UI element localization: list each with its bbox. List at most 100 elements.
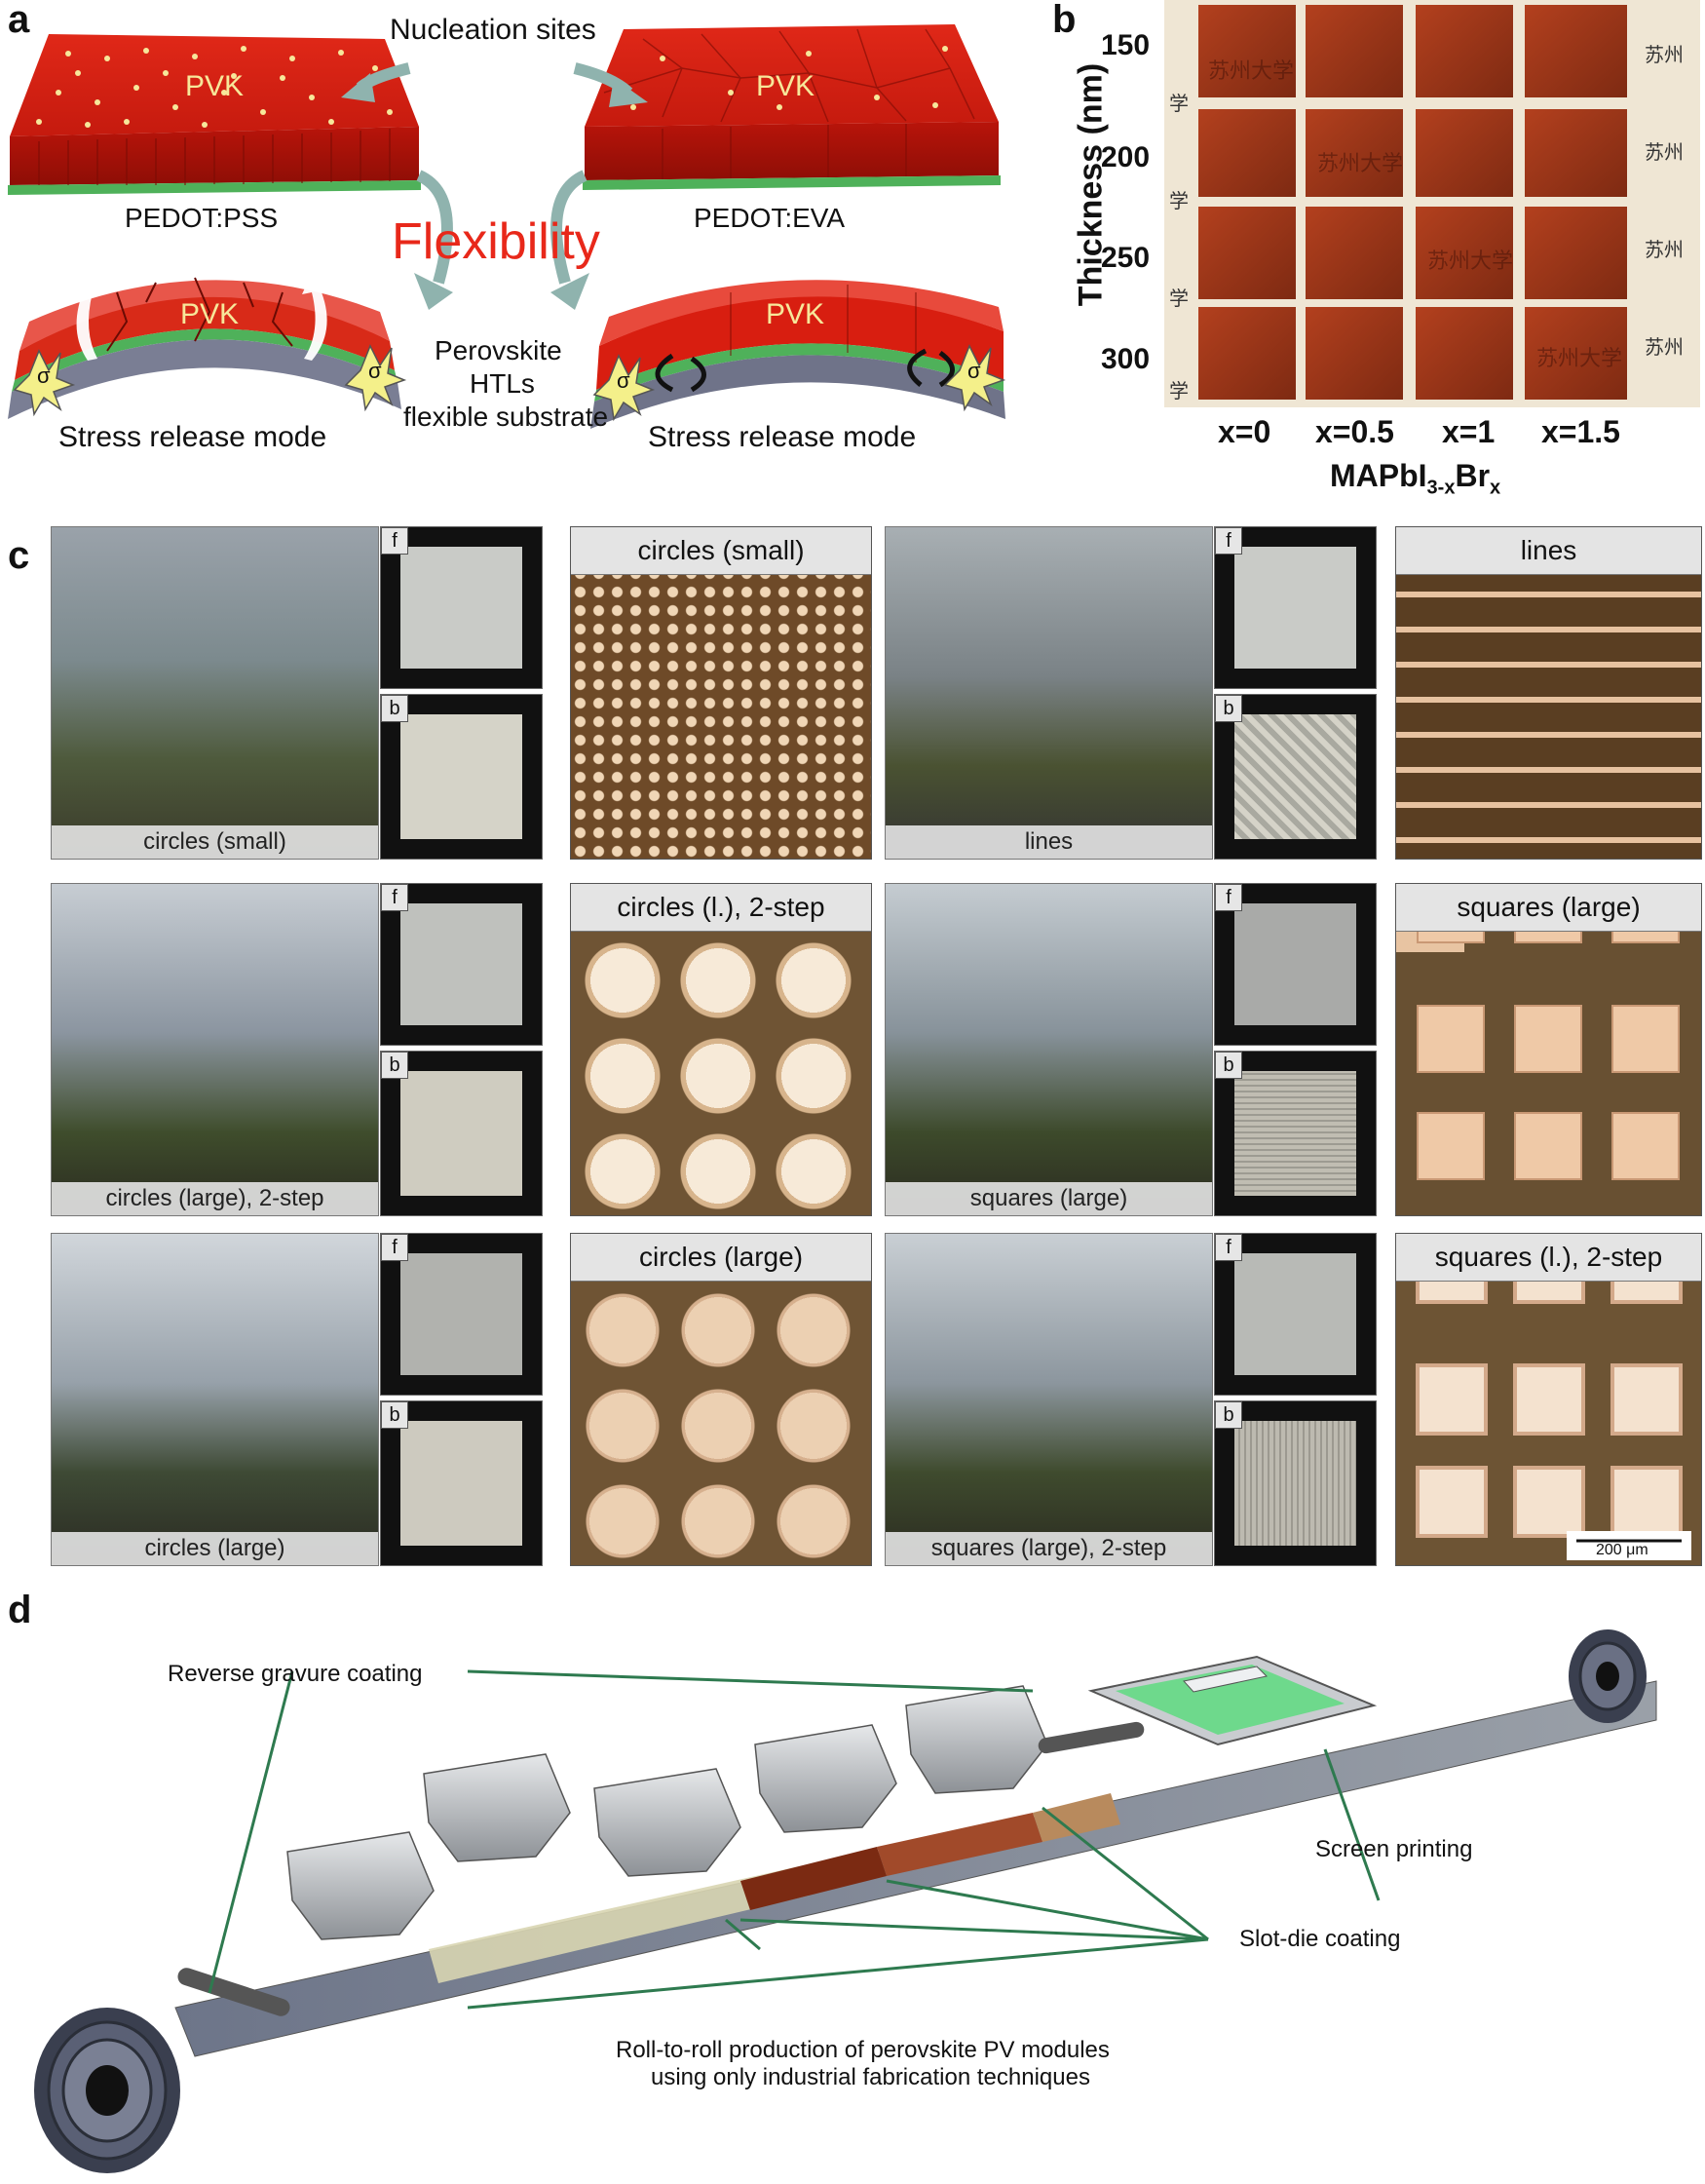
micro-title-r2-left: circles (l.), 2-step xyxy=(571,884,871,932)
micro-title-r1-right: lines xyxy=(1396,527,1701,575)
reverse-gravure-label: Reverse gravure coating xyxy=(168,1661,423,1687)
watermark-1: 苏州大学 xyxy=(1208,58,1295,83)
formula-br-sub: x xyxy=(1490,477,1501,499)
transparency-photo-r3-left: circles (large) xyxy=(51,1233,379,1566)
edge-char-5: 苏州 xyxy=(1645,240,1684,261)
edge-char-3: 苏州 xyxy=(1645,142,1684,164)
back-thumb-r1-left: b xyxy=(380,694,543,860)
micrograph-circles-large: circles (large) xyxy=(570,1233,872,1566)
panel-a-illustration xyxy=(8,24,1006,429)
watermark-3: 苏州大学 xyxy=(1427,249,1514,273)
transparency-photo-r2-right: squares (large) xyxy=(885,883,1213,1216)
nucleation-sites-label: Nucleation sites xyxy=(390,14,596,46)
photo-caption-r3-left: circles (large) xyxy=(52,1532,378,1565)
micrograph-squares-large: squares (large) xyxy=(1395,883,1702,1216)
micro-title-r1-left: circles (small) xyxy=(571,527,871,575)
screen-printer xyxy=(1087,1655,1378,1746)
x-tick-1-5: x=1.5 xyxy=(1541,414,1620,449)
formula-main: MAPbI xyxy=(1330,458,1427,493)
tick-150: 150 xyxy=(1101,29,1151,61)
photo-caption-r1-right: lines xyxy=(886,825,1212,859)
front-tag: f xyxy=(381,884,408,911)
formula-label: MAPbI3-xBrx xyxy=(1330,458,1500,499)
front-tag: f xyxy=(1215,527,1242,555)
formula-br: Br xyxy=(1455,458,1491,493)
edge-char-2: 学 xyxy=(1169,94,1189,115)
bent-film-cracked xyxy=(8,273,407,419)
unwind-roll xyxy=(34,2008,180,2173)
transparency-photo-r1-right: lines xyxy=(885,526,1213,860)
stress-release-right-label: Stress release mode xyxy=(648,421,917,453)
perovskite-label: Perovskite xyxy=(435,335,562,365)
sigma-4: σ xyxy=(967,359,981,383)
annotation-arrows xyxy=(208,1669,1381,2010)
pedot-pss-film xyxy=(8,34,421,195)
front-tag: f xyxy=(381,527,408,555)
micro-title-r3-left: circles (large) xyxy=(571,1234,871,1282)
bent-film-intact xyxy=(590,280,1006,429)
front-thumb-r2-right: f xyxy=(1214,883,1377,1046)
pedot-pss-label: PEDOT:PSS xyxy=(125,203,279,233)
panel-c-letter: c xyxy=(8,534,30,577)
sigma-1: σ xyxy=(37,364,51,388)
pvk-label-top-right: PVK xyxy=(756,70,815,102)
pvk-label-bottom-right: PVK xyxy=(766,298,825,330)
back-thumb-r2-right: b xyxy=(1214,1051,1377,1216)
micro-title-r2-right: squares (large) xyxy=(1396,884,1701,932)
flexibility-label: Flexibility xyxy=(392,213,600,270)
back-thumb-r3-left: b xyxy=(380,1400,543,1566)
front-tag: f xyxy=(1215,884,1242,911)
pvk-label-top-left: PVK xyxy=(185,70,245,102)
micrograph-lines: lines xyxy=(1395,526,1702,860)
front-thumb-r1-left: f xyxy=(380,526,543,689)
roll-to-roll-caption-line2: using only industrial fabrication techni… xyxy=(651,2064,1090,2090)
micrograph-circles-large-2step: circles (l.), 2-step xyxy=(570,883,872,1216)
flexible-substrate-label: flexible substrate xyxy=(403,402,609,432)
back-tag: b xyxy=(1215,1401,1242,1429)
slot-die-heads xyxy=(286,1685,1048,1940)
back-thumb-r2-left: b xyxy=(380,1051,543,1216)
edge-char-6: 学 xyxy=(1169,288,1189,310)
roll-to-roll-caption-line1: Roll-to-roll production of perovskite PV… xyxy=(616,2037,1110,2063)
screen-printing-label: Screen printing xyxy=(1315,1836,1473,1862)
film-squares xyxy=(1198,5,1627,400)
back-tag: b xyxy=(1215,695,1242,722)
tick-250: 250 xyxy=(1101,242,1151,274)
transparency-photo-r2-left: circles (large), 2-step xyxy=(51,883,379,1216)
front-thumb-r3-left: f xyxy=(380,1233,543,1396)
rewind-roll xyxy=(1569,1629,1647,1723)
formula-sub: 3-x xyxy=(1426,477,1456,499)
edge-char-7: 苏州 xyxy=(1645,337,1684,359)
x-tick-0: x=0 xyxy=(1218,414,1271,449)
front-thumb-r1-right: f xyxy=(1214,526,1377,689)
x-tick-0-5: x=0.5 xyxy=(1315,414,1394,449)
pvk-label-bottom-left: PVK xyxy=(180,298,240,330)
transparency-photo-r3-right: squares (large), 2-step xyxy=(885,1233,1213,1566)
tick-300: 300 xyxy=(1101,343,1151,375)
front-thumb-r2-left: f xyxy=(380,883,543,1046)
stress-release-left-label: Stress release mode xyxy=(58,421,327,453)
back-tag: b xyxy=(381,1052,408,1079)
micro-title-r3-right: squares (l.), 2-step xyxy=(1396,1234,1701,1282)
front-tag: f xyxy=(1215,1234,1242,1261)
pedot-eva-label: PEDOT:EVA xyxy=(694,203,846,233)
sigma-3: σ xyxy=(617,368,630,393)
panel-b-letter: b xyxy=(1052,0,1077,41)
back-tag: b xyxy=(1215,1052,1242,1079)
back-tag: b xyxy=(381,1401,408,1429)
slot-die-label: Slot-die coating xyxy=(1239,1926,1401,1952)
panel-d-letter: d xyxy=(8,1589,32,1631)
sigma-2: σ xyxy=(368,359,382,383)
photo-caption-r2-left: circles (large), 2-step xyxy=(52,1182,378,1215)
watermark-2: 苏州大学 xyxy=(1317,151,1404,175)
x-tick-1: x=1 xyxy=(1442,414,1496,449)
film-photo-grid xyxy=(1164,0,1700,407)
photo-caption-r1-left: circles (small) xyxy=(52,825,378,859)
edge-char-4: 学 xyxy=(1169,191,1189,212)
htls-label: HTLs xyxy=(470,368,535,399)
edge-char-8: 学 xyxy=(1169,381,1189,402)
transparency-photo-r1-left: circles (small) xyxy=(51,526,379,860)
front-thumb-r3-right: f xyxy=(1214,1233,1377,1396)
back-thumb-r1-right: b xyxy=(1214,694,1377,860)
roll-to-roll-illustration xyxy=(34,1629,1657,2173)
